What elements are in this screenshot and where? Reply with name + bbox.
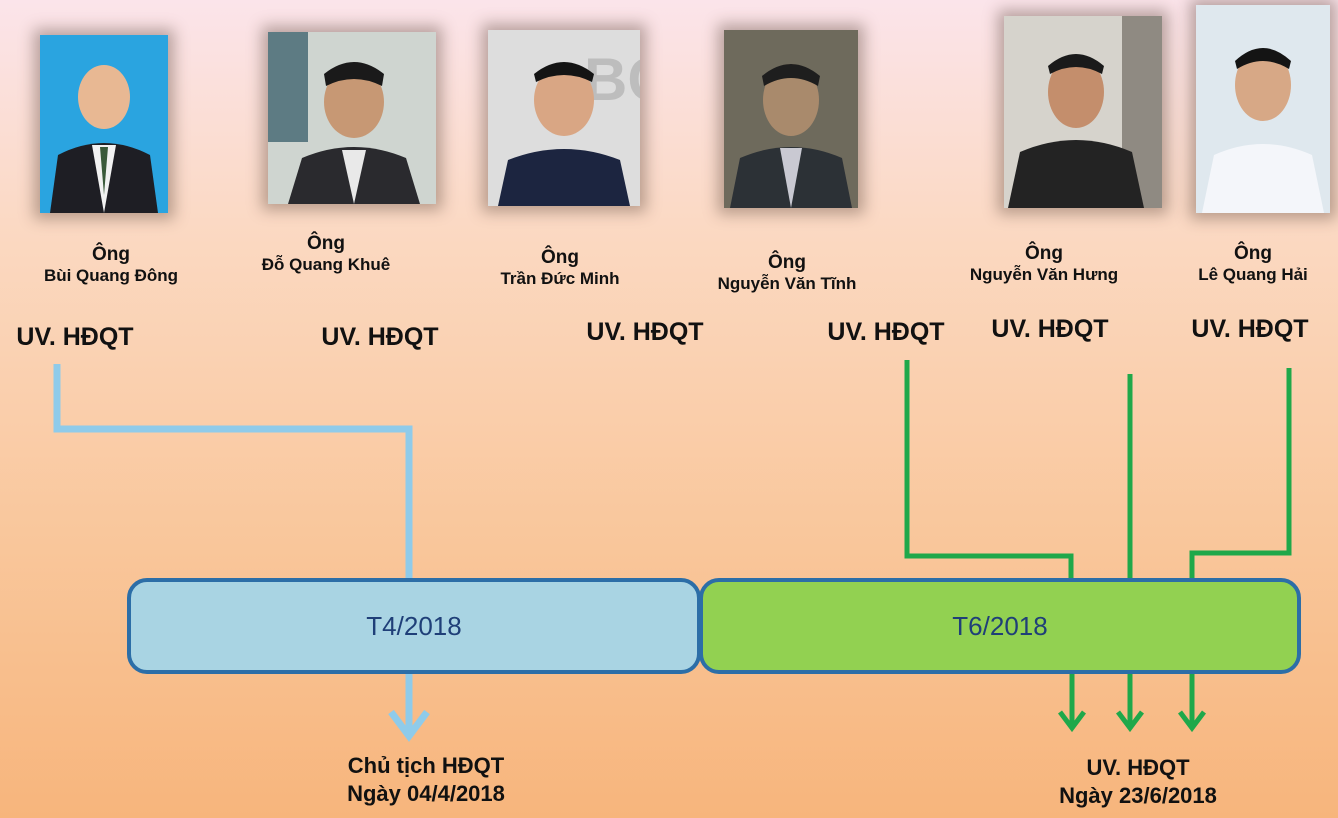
member-honorific: Ông (540, 247, 579, 268)
portrait-do-quang-khue (268, 32, 436, 204)
member-honorific: Ông (306, 233, 345, 254)
member-honorific: Ông (1024, 243, 1063, 264)
outcome-t4: Chủ tịch HĐQT Ngày 04/4/2018 (347, 752, 505, 808)
timeline-label-t4: T4/2018 (366, 610, 462, 641)
member-name-text: Nguyễn Văn Tĩnh (717, 274, 857, 293)
member-name-text: Nguyễn Văn Hưng (969, 265, 1119, 284)
member-honorific: Ông (92, 244, 130, 265)
member-name-2: Ông Đỗ Quang Khuê (262, 233, 390, 275)
member-name-text: Bùi Quang Đông (43, 266, 179, 285)
member-role-3: UV. HĐQT (586, 318, 704, 346)
outcome-t4-title: Chủ tịch HĐQT (347, 753, 505, 778)
timeline-bar-t4: T4/2018 (127, 578, 701, 674)
portrait-bui-quang-dong (40, 35, 168, 213)
member-role-1: UV. HĐQT (16, 323, 134, 351)
member-honorific: Ông (1233, 243, 1272, 264)
portrait-nguyen-van-tinh (724, 30, 858, 208)
member-name-text: Đỗ Quang Khuê (261, 255, 391, 274)
member-role-2: UV. HĐQT (321, 323, 439, 351)
member-name-1: Ông Bùi Quang Đông (44, 244, 178, 286)
member-name-5: Ông Nguyễn Văn Hưng (970, 243, 1118, 285)
member-honorific: Ông (768, 252, 806, 273)
t6-connectors (904, 360, 1292, 733)
member-name-6: Ông Lê Quang Hải (1198, 243, 1308, 285)
outcome-t6-date: Ngày 23/6/2018 (1059, 783, 1217, 808)
member-name-4: Ông Nguyễn Văn Tĩnh (718, 252, 857, 294)
portrait-tran-duc-minh: BC (488, 30, 640, 206)
outcome-t6: UV. HĐQT Ngày 23/6/2018 (1059, 754, 1217, 810)
outcome-t6-title: UV. HĐQT (1086, 755, 1190, 780)
member-role-6: UV. HĐQT (1191, 315, 1309, 343)
member-name-3: Ông Trần Đức Minh (500, 247, 619, 289)
timeline-label-t6: T6/2018 (952, 610, 1048, 641)
member-role-5: UV. HĐQT (991, 315, 1109, 343)
portrait-le-quang-hai (1196, 5, 1330, 213)
t4-connector (53, 364, 430, 742)
portrait-nguyen-van-hung (1004, 16, 1162, 208)
member-role-4: UV. HĐQT (827, 318, 945, 346)
outcome-t4-date: Ngày 04/4/2018 (347, 781, 505, 806)
member-name-text: Lê Quang Hải (1198, 265, 1308, 284)
member-name-text: Trần Đức Minh (500, 269, 620, 288)
timeline-bar-t6: T6/2018 (699, 578, 1301, 674)
